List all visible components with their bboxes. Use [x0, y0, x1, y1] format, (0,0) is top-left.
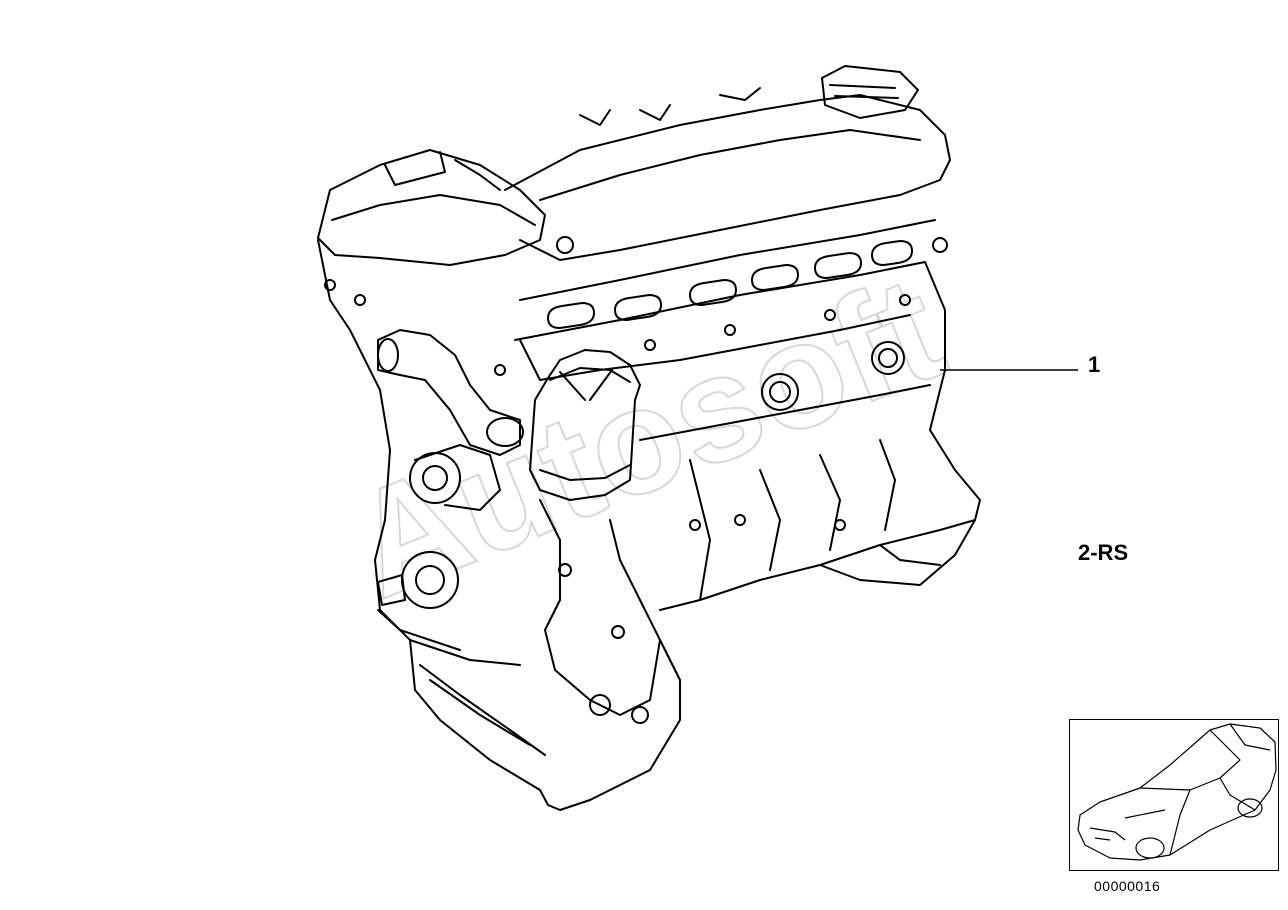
svg-text:Autosoft: Autosoft: [329, 243, 964, 630]
engine-illustration: [317, 65, 981, 811]
watermark: Autosoft: [328, 242, 965, 631]
vehicle-thumbnail: [1069, 719, 1279, 871]
variant-label: 2-RS: [1078, 540, 1129, 565]
callout-1-label: 1: [1088, 352, 1101, 377]
image-id: 00000016: [1094, 878, 1161, 894]
car-silhouette-icon: [1077, 723, 1277, 861]
